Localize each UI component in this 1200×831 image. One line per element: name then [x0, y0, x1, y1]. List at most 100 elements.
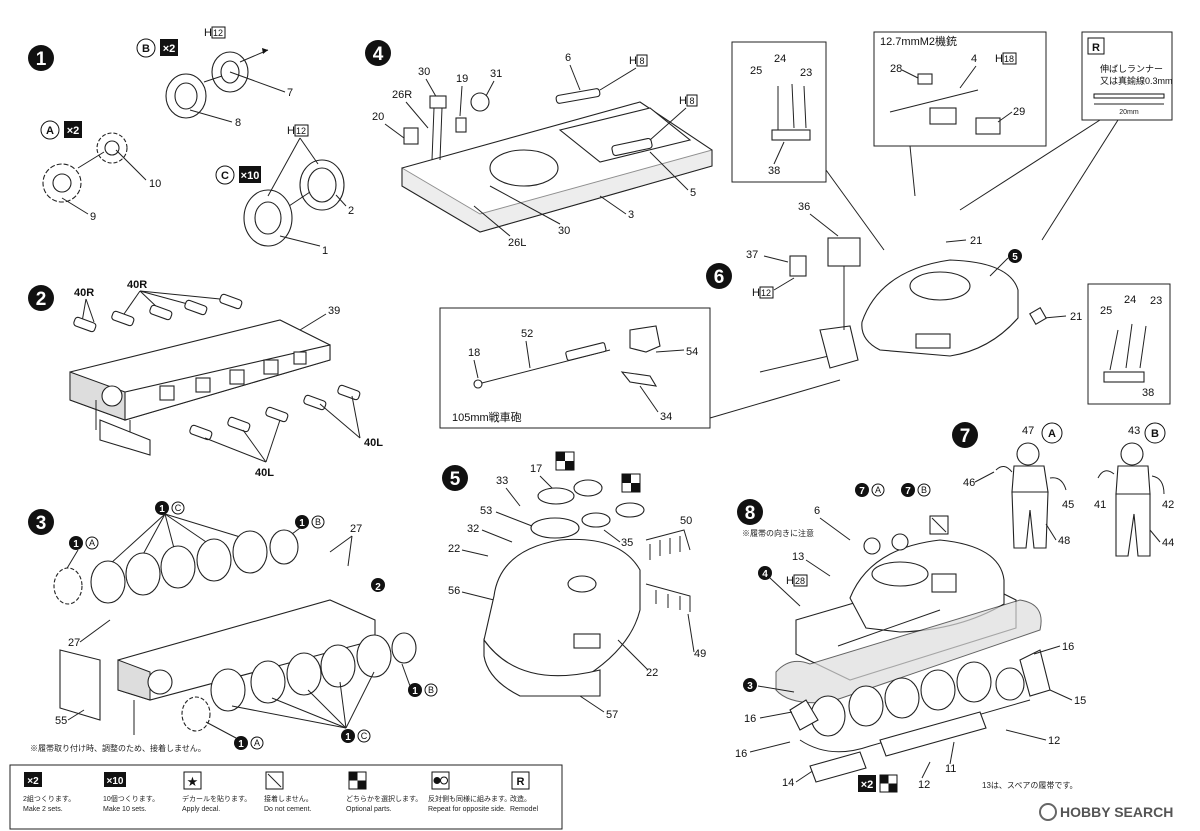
part-number: 52 [521, 328, 533, 340]
part-number: 7 [287, 87, 293, 99]
step-number: 6 [714, 267, 725, 288]
part-number: 12 [1048, 735, 1060, 747]
legend-jp: 10個つくります。 [103, 794, 159, 803]
step-ref-letter: B [315, 517, 321, 527]
variant-letter: C [221, 170, 229, 182]
multiplier-badge: ×2 [67, 125, 80, 137]
sprocket-drawing [42, 132, 128, 203]
legend-jp: デカールを貼ります。 [182, 794, 251, 803]
part-number: 10 [149, 178, 161, 190]
step-2: 2 40R 40R [28, 279, 383, 479]
legend-item-opposite: 反対側も同様に組みます。 Repeat for opposite side. [428, 771, 511, 813]
step-number: 5 [450, 469, 461, 490]
step-number: 2 [36, 289, 47, 310]
part-number: 23 [800, 67, 812, 79]
crew-figure-b [1097, 442, 1165, 557]
remodel-icon: R [1092, 42, 1100, 54]
part-number: 20 [372, 111, 384, 123]
variant-letter: A [46, 125, 54, 137]
watermark: HOBBY SEARCH [1039, 803, 1173, 821]
runner-number: 8 [639, 56, 644, 66]
legend-jp: 接着しません。 [264, 794, 313, 803]
legend-item-no-cement: 接着しません。 Do not cement. [264, 771, 313, 813]
legend-icon-x2: ×2 [27, 776, 39, 787]
part-number: 19 [456, 73, 468, 85]
road-wheel-drawing [243, 159, 345, 247]
part-number: 6 [814, 505, 820, 517]
runner-ref: H [995, 53, 1003, 65]
part-number: 53 [480, 505, 492, 517]
step-ref: 7 [905, 486, 911, 497]
part-number: 14 [782, 777, 794, 789]
runner-ref: H [204, 27, 212, 39]
step-ref: 1 [159, 504, 165, 515]
turret-drawing [759, 259, 1019, 373]
part-number: 49 [694, 648, 706, 660]
part-number: 25 [750, 65, 762, 77]
step-ref: 1 [238, 739, 244, 750]
step-ref-letter: A [875, 485, 881, 495]
part-number: 16 [735, 748, 747, 760]
step-ref-letter: C [361, 731, 368, 741]
part-number: 8 [235, 117, 241, 129]
legend-en: Optional parts. [346, 806, 392, 813]
step-ref-letter: C [175, 503, 182, 513]
legend-en: Make 10 sets. [103, 806, 147, 813]
legend-en: Apply decal. [182, 806, 220, 813]
part-number: 46 [963, 477, 975, 489]
step-ref: 3 [747, 681, 753, 692]
part-number: 27 [68, 637, 80, 649]
part-number: 56 [448, 585, 460, 597]
part-number: 13 [792, 551, 804, 563]
part-number: 25 [1100, 305, 1112, 317]
no-cement-icon [267, 773, 282, 788]
part-number: 4 [971, 53, 977, 65]
watermark-text: HOBBY SEARCH [1060, 804, 1173, 820]
legend-item-decal: ★ デカールを貼ります。 Apply decal. [182, 771, 251, 813]
main-gun-detail-box [439, 307, 711, 429]
part-number: 1 [322, 245, 328, 257]
part-number: 24 [774, 53, 786, 65]
step-ref-letter: A [89, 538, 95, 548]
box-title: 伸ばしランナー [1100, 63, 1163, 74]
legend-en: Do not cement. [264, 806, 312, 813]
runner-ref: H [752, 287, 760, 299]
part-number: 47 [1022, 425, 1034, 437]
box-title: 12.7mmM2機銃 [880, 34, 957, 48]
part-number: 35 [621, 537, 633, 549]
part-number: 55 [55, 715, 67, 727]
step-3: 3 1 C 1 B 1 A 27 2 [28, 501, 438, 753]
step-ref: 1 [345, 732, 351, 743]
part-number: 40R [127, 279, 147, 291]
step-note: ※履帯取り付け時、調整のため、接着しません。 [30, 743, 206, 753]
wheel-b-drawing [165, 48, 269, 119]
lower-road-wheels [181, 632, 417, 732]
lower-hull-drawing [69, 319, 331, 456]
step-ref: 5 [1012, 252, 1018, 263]
part-number: 38 [1142, 387, 1154, 399]
part-number: 31 [490, 68, 502, 80]
mg-detail-box [873, 31, 1047, 147]
upper-hull-drawing [401, 88, 713, 233]
step-6: 6 105mm戦車砲 52 18 54 34 12.7mmM2機銃 28 4 H… [439, 31, 1173, 429]
part-number: 39 [328, 305, 340, 317]
part-number: 26R [392, 89, 412, 101]
part-number: 40L [364, 437, 383, 449]
part-number: 45 [1062, 499, 1074, 511]
step-number: 4 [373, 44, 384, 65]
step-ref: 7 [859, 486, 865, 497]
part-number: 16 [1062, 641, 1074, 653]
part-number: 30 [558, 225, 570, 237]
legend-icon-x10: ×10 [107, 776, 124, 787]
step-note: 13は、スペアの履帯です。 [982, 780, 1078, 790]
step-ref-letter: A [254, 738, 260, 748]
part-number: 5 [690, 187, 696, 199]
legend-box: ×2 2組つくります。 Make 2 sets. ×10 10個つくります。 M… [9, 764, 563, 830]
legend-en: Make 2 sets. [23, 806, 63, 813]
step-8: 8 ※履帯の向きに注意 7 A 7 B [735, 483, 1086, 793]
multiplier-badge: ×2 [861, 779, 874, 791]
runner-ref: H [679, 95, 687, 107]
runner-number: 12 [296, 126, 306, 136]
part-number: 26L [508, 237, 526, 249]
